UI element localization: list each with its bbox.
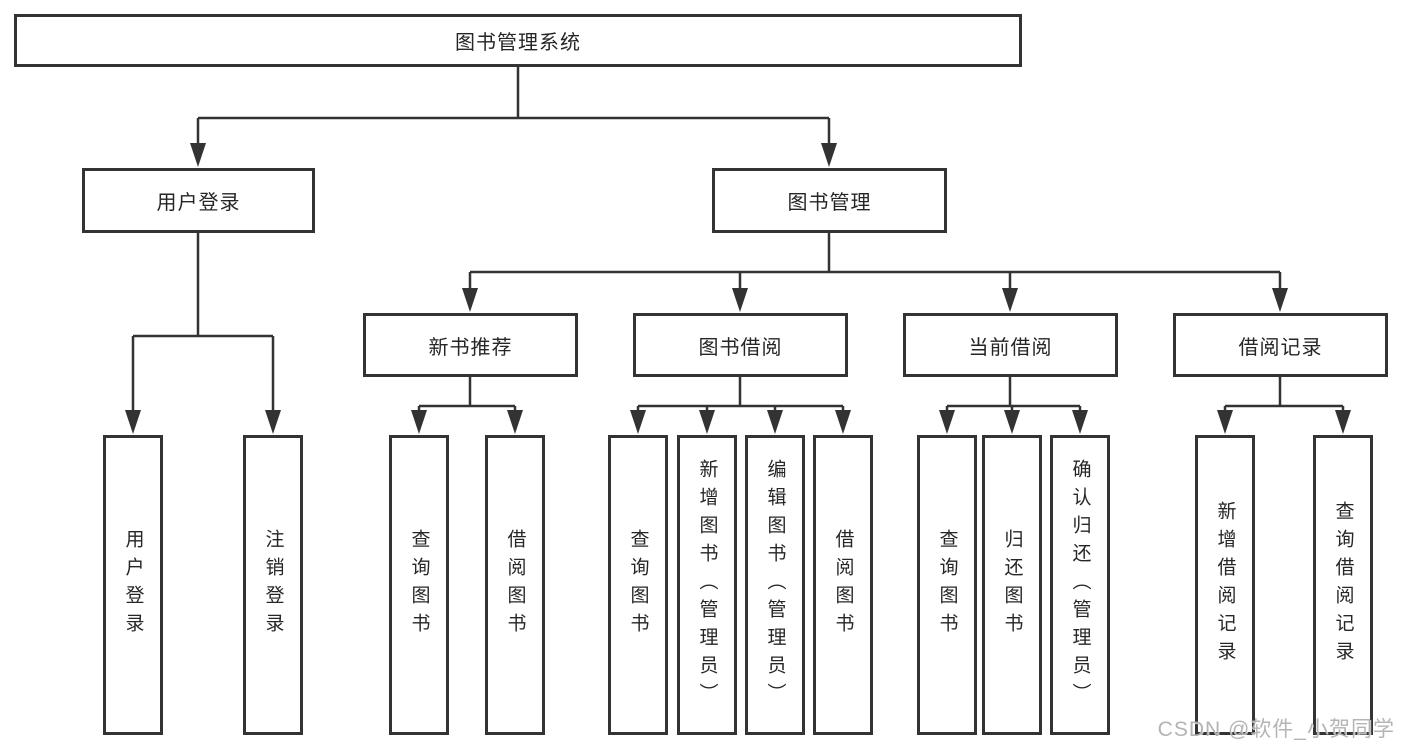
- node-current-borrowing: 当前借阅: [903, 313, 1118, 377]
- leaf-query-books-current: 查询图书: [917, 435, 977, 735]
- csdn-watermark: CSDN @软件_小贺同学: [1157, 718, 1395, 741]
- leaf-label: 确认归还（管理员）: [1069, 459, 1091, 711]
- node-label: 图书管理系统: [455, 32, 581, 54]
- leaf-label: 查询图书: [408, 529, 430, 641]
- leaf-label: 编辑图书（管理员）: [764, 459, 786, 711]
- node-label: 当前借阅: [968, 336, 1053, 359]
- leaf-query-books-borrowing: 查询图书: [608, 435, 668, 735]
- leaf-confirm-return-admin: 确认归还（管理员）: [1050, 435, 1110, 735]
- leaf-label: 归还图书: [1001, 529, 1023, 641]
- leaf-logout: 注销登录: [243, 435, 303, 735]
- leaf-return-books: 归还图书: [982, 435, 1042, 735]
- node-library-management-system: 图书管理系统: [14, 14, 1022, 67]
- leaf-user-login: 用户登录: [103, 435, 163, 735]
- node-label: 图书借阅: [698, 336, 783, 359]
- node-borrowing-records: 借阅记录: [1173, 313, 1388, 377]
- leaf-edit-books-admin: 编辑图书（管理员）: [745, 435, 805, 735]
- leaf-add-borrow-record: 新增借阅记录: [1195, 435, 1255, 735]
- node-label: 新书推荐: [428, 336, 513, 359]
- leaf-borrow-books-recommend: 借阅图书: [485, 435, 545, 735]
- leaf-label: 用户登录: [122, 529, 144, 641]
- leaf-label: 新增借阅记录: [1214, 501, 1236, 669]
- leaf-borrow-books: 借阅图书: [813, 435, 873, 735]
- leaf-label: 新增图书（管理员）: [696, 459, 718, 711]
- leaf-add-books-admin: 新增图书（管理员）: [677, 435, 737, 735]
- leaf-query-books-recommend: 查询图书: [389, 435, 449, 735]
- node-label: 借阅记录: [1238, 336, 1323, 359]
- node-user-login: 用户登录: [82, 168, 315, 233]
- node-label: 图书管理: [787, 192, 872, 214]
- leaf-label: 借阅图书: [832, 529, 854, 641]
- leaf-label: 查询借阅记录: [1332, 501, 1354, 669]
- leaf-label: 注销登录: [262, 529, 284, 641]
- node-book-management: 图书管理: [712, 168, 947, 233]
- leaf-label: 查询图书: [627, 529, 649, 641]
- node-book-borrowing: 图书借阅: [633, 313, 848, 377]
- leaf-query-borrow-record: 查询借阅记录: [1313, 435, 1373, 735]
- node-label: 用户登录: [156, 192, 241, 214]
- leaf-label: 借阅图书: [504, 529, 526, 641]
- leaf-label: 查询图书: [936, 529, 958, 641]
- node-new-book-recommend: 新书推荐: [363, 313, 578, 377]
- arrowhead-icons: [125, 143, 1351, 434]
